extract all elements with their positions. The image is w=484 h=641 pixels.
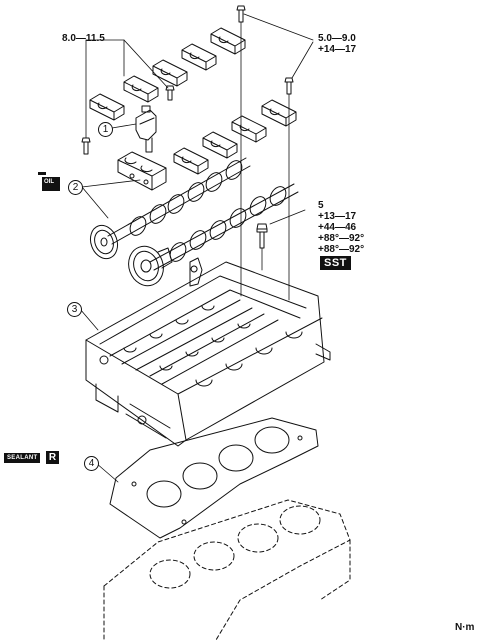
bolt-step-2: +13—17 (318, 211, 357, 222)
bolt (81, 137, 91, 155)
torque-right-label-1: 5.0—9.0 (318, 33, 356, 44)
torque-left-label: 8.0—11.5 (62, 33, 105, 44)
oil-can-icon: OIL (38, 172, 60, 192)
cam-cap (181, 43, 217, 71)
cylinder-block (103, 499, 351, 641)
exhaust-camshaft (107, 157, 251, 245)
camshaft-caps (89, 27, 297, 191)
intake-sprocket (128, 245, 173, 287)
bolt-step-4: +88°—92° (318, 233, 365, 244)
callout-1: 1 (98, 122, 113, 137)
replace-badge: R (46, 451, 59, 464)
cam-cap (89, 93, 125, 121)
bolt (165, 85, 175, 101)
cam-cap (202, 131, 238, 159)
callout-4: 4 (84, 456, 99, 471)
cam-cap (152, 59, 188, 87)
sealant-badge: SEALANT (4, 453, 41, 463)
front-cam-cap (117, 151, 167, 191)
oil-label: OIL (44, 179, 54, 185)
sst-badge: SST (320, 256, 351, 270)
cam-cap (231, 115, 267, 143)
oil-control-valve (135, 105, 157, 153)
bolt-step-3: +44—46 (318, 222, 357, 233)
unit-label: N·m (455, 622, 475, 633)
torque-right-label-2: +14—17 (318, 44, 357, 55)
callout-3: 3 (67, 302, 82, 317)
bolt (284, 77, 294, 95)
head-bolt (256, 223, 268, 249)
cam-cap (261, 99, 297, 127)
cylinder-head-gasket (109, 417, 319, 539)
bolts (81, 5, 294, 249)
bolt-step-1: 5 (318, 200, 324, 211)
bolt-step-5: +88°—92° (318, 244, 365, 255)
engine-hanger (189, 257, 203, 287)
leader-lines (79, 13, 314, 483)
cam-cap (210, 27, 246, 55)
intake-camshaft (149, 183, 299, 271)
cam-cap (123, 75, 159, 103)
cam-cap (173, 147, 209, 175)
exhaust-sprocket (89, 224, 119, 260)
callout-2: 2 (68, 180, 83, 195)
cylinder-head (85, 261, 331, 447)
